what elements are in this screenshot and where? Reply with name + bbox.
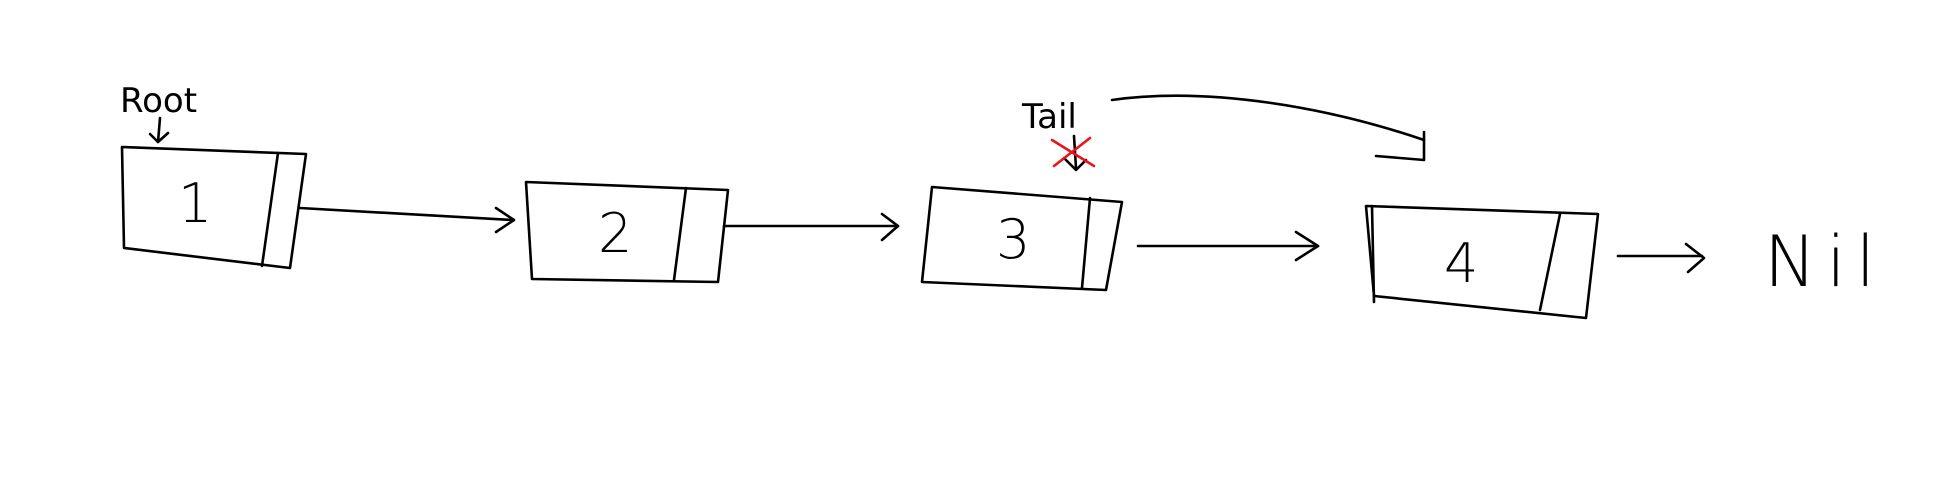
next-arrow-4-nil: [1616, 242, 1706, 274]
node-3-box: [920, 185, 1124, 292]
node-4-box-left-tick: [1370, 204, 1376, 304]
node-1-box: [120, 145, 308, 270]
next-arrow-2-3: [722, 212, 900, 242]
node-4-next-divider: [1538, 212, 1562, 312]
list-node-4: 4: [1364, 204, 1600, 320]
nil-label: Nil: [1764, 221, 1885, 303]
next-arrow-1-2: [298, 206, 516, 234]
node-2-box: [524, 180, 730, 284]
node-2-next-divider: [672, 186, 688, 282]
list-node-2: 2: [524, 180, 730, 284]
list-node-3: 3: [920, 185, 1124, 292]
root-label: Root: [120, 81, 197, 121]
list-node-1: 1: [120, 145, 308, 270]
node-4-box: [1364, 204, 1600, 320]
tail-pointer-arrow-new: [1110, 94, 1426, 162]
node-1-value: 1: [178, 172, 212, 235]
node-2-value: 2: [598, 202, 632, 265]
node-3-next-divider: [1080, 196, 1092, 290]
node-3-value: 3: [996, 208, 1030, 271]
tail-pointer-arrow-old: [1062, 134, 1088, 172]
node-1-next-divider: [260, 151, 280, 268]
root-pointer-arrow: [148, 116, 170, 144]
next-arrow-3-4: [1136, 230, 1320, 262]
tail-label: Tail: [1021, 97, 1077, 137]
tail-strike-mark: [1050, 136, 1096, 168]
node-4-value: 4: [1444, 232, 1478, 295]
